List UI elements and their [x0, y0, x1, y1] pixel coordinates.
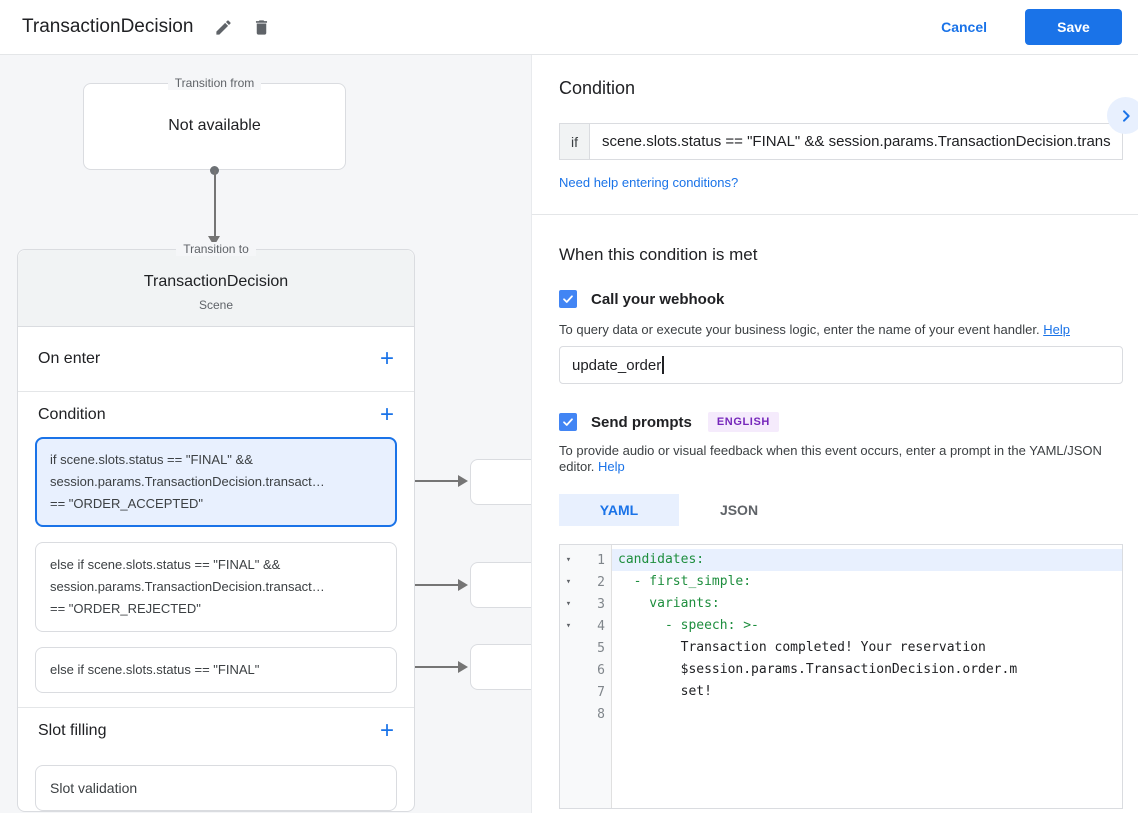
webhook-label: Call your webhook	[591, 290, 725, 308]
text-cursor	[662, 356, 664, 374]
connector-line	[214, 170, 216, 236]
condition-card-3[interactable]: else if scene.slots.status == "FINAL"	[35, 647, 397, 693]
fold-toggle[interactable]: ▾	[565, 555, 572, 565]
code-line: candidates:	[612, 549, 1122, 571]
editor-gutter: ▾1 ▾2 ▾3 ▾4 5 6 7 8	[560, 545, 612, 808]
checkmark-icon	[563, 295, 573, 303]
transition-target-node-3[interactable]	[470, 644, 531, 690]
scene-flow-canvas: Transition from Not available Transition…	[0, 55, 531, 813]
if-prefix-label: if	[559, 123, 590, 160]
add-condition-button[interactable]: +	[379, 400, 394, 428]
code-line: variants:	[618, 596, 720, 611]
arrow-right-icon	[458, 475, 468, 487]
arrow-right-icon	[458, 579, 468, 591]
condition-expression-input[interactable]: scene.slots.status == "FINAL" && session…	[589, 123, 1123, 160]
prompts-checkbox[interactable]	[559, 413, 577, 431]
panel-title: Condition	[559, 78, 636, 98]
language-badge: ENGLISH	[707, 412, 779, 432]
prompts-label: Send prompts	[591, 413, 692, 431]
transition-to-legend: Transition to	[18, 242, 414, 256]
chevron-right-icon	[1122, 109, 1130, 122]
code-line: set!	[618, 684, 712, 699]
yaml-editor[interactable]: ▾1 ▾2 ▾3 ▾4 5 6 7 8 candidates: - first_…	[559, 544, 1123, 809]
on-enter-label: On enter	[38, 350, 101, 367]
top-bar: TransactionDecision Cancel Save	[0, 0, 1138, 55]
condition-2-out-line	[398, 584, 460, 586]
add-slot-button[interactable]: +	[379, 716, 394, 744]
slot-filling-label: Slot filling	[38, 721, 107, 739]
arrow-right-icon	[458, 661, 468, 673]
code-line: $session.params.TransactionDecision.orde…	[618, 662, 1018, 677]
fold-toggle[interactable]: ▾	[565, 577, 572, 587]
on-enter-section: On enter +	[18, 327, 414, 392]
slot-validation-card[interactable]: Slot validation	[35, 765, 397, 811]
editor-code-area[interactable]: candidates: - first_simple: variants: - …	[612, 545, 1122, 808]
edit-icon[interactable]	[211, 15, 235, 39]
cancel-button[interactable]: Cancel	[941, 19, 987, 35]
editor-tabs: YAML JSON	[559, 494, 1122, 526]
transition-from-legend: Transition from	[84, 76, 345, 90]
fold-toggle[interactable]: ▾	[565, 621, 572, 631]
when-condition-met-title: When this condition is met	[559, 245, 758, 264]
condition-section: Condition + if scene.slots.status == "FI…	[18, 392, 414, 708]
fold-toggle[interactable]: ▾	[565, 599, 572, 609]
webhook-hint: To query data or execute your business l…	[559, 322, 1070, 337]
send-prompts-row[interactable]: Send prompts ENGLISH	[559, 412, 1122, 432]
page-title: TransactionDecision	[22, 16, 194, 37]
condition-detail-panel: Condition if scene.slots.status == "FINA…	[531, 55, 1138, 813]
condition-section-label: Condition	[38, 405, 106, 423]
code-line	[612, 703, 1122, 725]
save-button[interactable]: Save	[1025, 9, 1122, 45]
scene-node-header[interactable]: TransactionDecision Scene	[18, 250, 414, 327]
collapse-panel-button[interactable]	[1107, 97, 1138, 134]
code-line: - speech: >-	[618, 618, 759, 633]
webhook-checkbox[interactable]	[559, 290, 577, 308]
transition-target-node-1[interactable]	[470, 459, 531, 505]
transition-from-value: Not available	[168, 117, 261, 134]
scene-node-title: TransactionDecision	[143, 273, 289, 290]
webhook-handler-input[interactable]: update_order	[559, 346, 1123, 384]
add-on-enter-button[interactable]: +	[379, 345, 394, 372]
webhook-help-link[interactable]: Help	[1043, 322, 1070, 337]
call-webhook-row[interactable]: Call your webhook	[559, 289, 1122, 309]
slot-filling-section: Slot filling + Slot validation	[18, 708, 414, 811]
tab-json[interactable]: JSON	[719, 502, 759, 518]
condition-1-out-line	[398, 480, 460, 482]
condition-help-link[interactable]: Need help entering conditions?	[559, 175, 739, 190]
checkmark-icon	[563, 418, 573, 426]
divider	[532, 214, 1138, 215]
condition-3-out-line	[398, 666, 460, 668]
code-line: Transaction completed! Your reservation	[618, 640, 986, 655]
condition-card-2[interactable]: else if scene.slots.status == "FINAL" &&…	[35, 542, 397, 632]
scene-node: Transition to TransactionDecision Scene …	[17, 242, 415, 812]
condition-expression-row: if scene.slots.status == "FINAL" && sess…	[559, 123, 1123, 160]
transition-from-node: Transition from Not available	[83, 76, 346, 170]
code-line: - first_simple:	[618, 574, 752, 589]
prompts-hint: To provide audio or visual feedback when…	[559, 443, 1102, 474]
tab-yaml[interactable]: YAML	[559, 494, 679, 526]
arrow-down-icon	[208, 236, 220, 246]
delete-icon[interactable]	[249, 15, 273, 39]
scene-node-subtitle: Scene	[198, 298, 234, 312]
condition-card-1[interactable]: if scene.slots.status == "FINAL" && sess…	[35, 437, 397, 527]
prompts-help-link[interactable]: Help	[598, 459, 625, 474]
transition-target-node-2[interactable]	[470, 562, 531, 608]
